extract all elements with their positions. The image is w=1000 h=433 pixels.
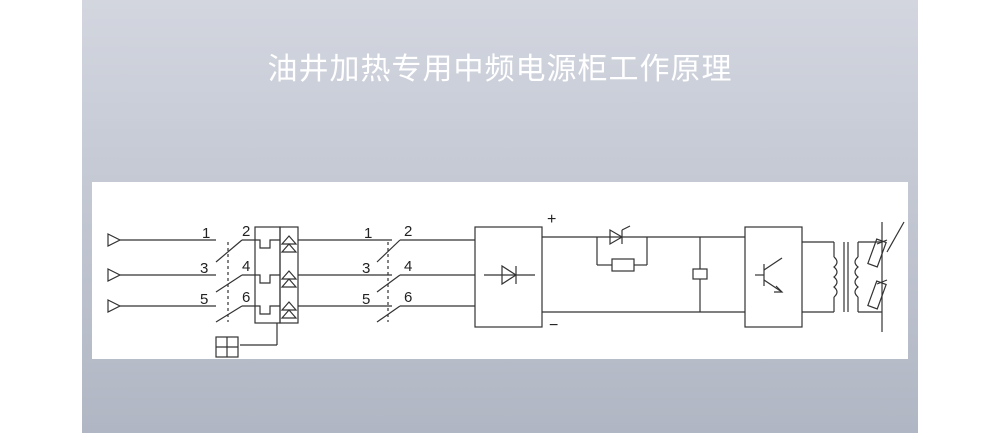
label-contact-2: 2 xyxy=(242,223,250,240)
negative-label: − xyxy=(549,317,558,334)
label-in-5: 5 xyxy=(200,291,208,308)
circuit-diagram: 1 3 5 2 4 6 1 3 5 2 4 6 + − xyxy=(92,182,908,359)
inverter-block xyxy=(744,226,803,328)
label-in-1: 1 xyxy=(202,225,210,242)
label-mid-6: 6 xyxy=(404,289,412,306)
positive-label: + xyxy=(547,211,556,228)
input-arrow-3 xyxy=(107,299,122,313)
label-in-3: 3 xyxy=(200,260,208,277)
label-mid-3: 3 xyxy=(362,260,370,277)
rectifier-block xyxy=(474,226,543,328)
background-panel: 油井加热专用中频电源柜工作原理 xyxy=(82,0,918,433)
circuit-svg: 1 3 5 2 4 6 1 3 5 2 4 6 + − xyxy=(107,211,905,358)
label-contact-4: 4 xyxy=(242,258,250,275)
label-contact-6: 6 xyxy=(242,289,250,306)
label-mid-2: 2 xyxy=(404,223,412,240)
input-arrow-2 xyxy=(107,268,122,282)
label-mid-4: 4 xyxy=(404,258,412,275)
page-title: 油井加热专用中频电源柜工作原理 xyxy=(267,52,733,87)
input-arrow-1 xyxy=(107,233,122,247)
label-mid-5: 5 xyxy=(362,291,370,308)
label-mid-1: 1 xyxy=(364,225,372,242)
